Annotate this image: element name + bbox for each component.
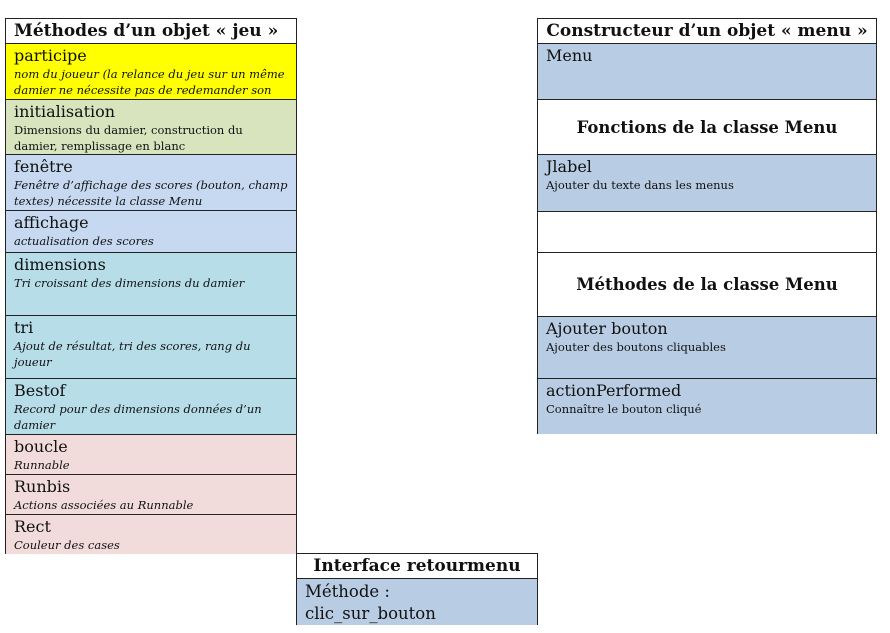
jeu-method-name: participe bbox=[14, 46, 87, 65]
menu-box-title: Constructeur d’un objet « menu » bbox=[546, 21, 868, 41]
jeu-method-desc: Runnable bbox=[14, 458, 70, 472]
menu-action-cell: actionPerformed Connaître le bouton cliq… bbox=[538, 378, 876, 434]
jeu-method-cell: affichage actualisation des scores bbox=[6, 210, 296, 252]
interface-line-2: clic_sur_bouton bbox=[305, 604, 436, 623]
jeu-method-desc: Tri croissant des dimensions du damier bbox=[14, 276, 245, 290]
menu-constructor-name: Menu bbox=[546, 46, 593, 65]
menu-constructor-cell: Menu bbox=[538, 43, 876, 99]
menu-ajouter-cell: Ajouter bouton Ajouter des boutons cliqu… bbox=[538, 316, 876, 378]
action-performed-desc: Connaître le bouton cliqué bbox=[546, 402, 702, 416]
jeu-method-name: Rect bbox=[14, 517, 51, 536]
ajouter-bouton-name: Ajouter bouton bbox=[546, 319, 668, 338]
jeu-method-desc: nom du joueur (la relance du jeu sur un … bbox=[14, 67, 285, 97]
jeu-method-name: boucle bbox=[14, 437, 68, 456]
interface-title: Interface retourmenu bbox=[313, 556, 521, 576]
jeu-method-name: tri bbox=[14, 318, 34, 337]
jlabel-desc: Ajouter du texte dans les menus bbox=[546, 178, 734, 192]
jeu-method-desc: Ajout de résultat, tri des scores, rang … bbox=[14, 339, 251, 369]
jeu-method-desc: Couleur des cases bbox=[14, 538, 120, 552]
menu-methods-heading: Méthodes de la classe Menu bbox=[538, 252, 876, 316]
jeu-method-name: initialisation bbox=[14, 102, 116, 121]
jeu-method-desc: Record pour des dimensions données d’un … bbox=[14, 402, 262, 432]
jeu-method-name: dimensions bbox=[14, 255, 106, 274]
jeu-method-name: affichage bbox=[14, 213, 89, 232]
interface-body: Méthode : clic_sur_bouton bbox=[297, 578, 537, 625]
jeu-method-name: Bestof bbox=[14, 381, 66, 400]
interface-box: Interface retourmenu Méthode : clic_sur_… bbox=[296, 553, 538, 625]
jeu-method-desc: Dimensions du damier, construction du da… bbox=[14, 123, 243, 153]
menu-functions-heading: Fonctions de la classe Menu bbox=[538, 99, 876, 154]
menu-jlabel-cell: Jlabel Ajouter du texte dans les menus bbox=[538, 154, 876, 211]
jeu-method-desc: Fenêtre d’affichage des scores (bouton, … bbox=[14, 178, 288, 208]
ajouter-bouton-desc: Ajouter des boutons cliquables bbox=[546, 340, 726, 354]
jeu-methods-box: Méthodes d’un objet « jeu » participe nom… bbox=[5, 18, 297, 554]
jeu-method-desc: actualisation des scores bbox=[14, 234, 154, 248]
menu-class-box: Constructeur d’un objet « menu » Menu Fo… bbox=[537, 18, 877, 434]
action-performed-name: actionPerformed bbox=[546, 381, 682, 400]
menu-empty-cell bbox=[538, 211, 876, 252]
jeu-method-cell: participe nom du joueur (la relance du je… bbox=[6, 43, 296, 99]
jlabel-name: Jlabel bbox=[546, 157, 592, 176]
interface-line-1: Méthode : bbox=[305, 582, 390, 601]
jeu-box-title: Méthodes d’un objet « jeu » bbox=[14, 21, 279, 41]
jeu-method-desc: Actions associées au Runnable bbox=[14, 498, 194, 512]
jeu-method-name: Runbis bbox=[14, 477, 71, 496]
jeu-method-name: fenêtre bbox=[14, 157, 73, 176]
